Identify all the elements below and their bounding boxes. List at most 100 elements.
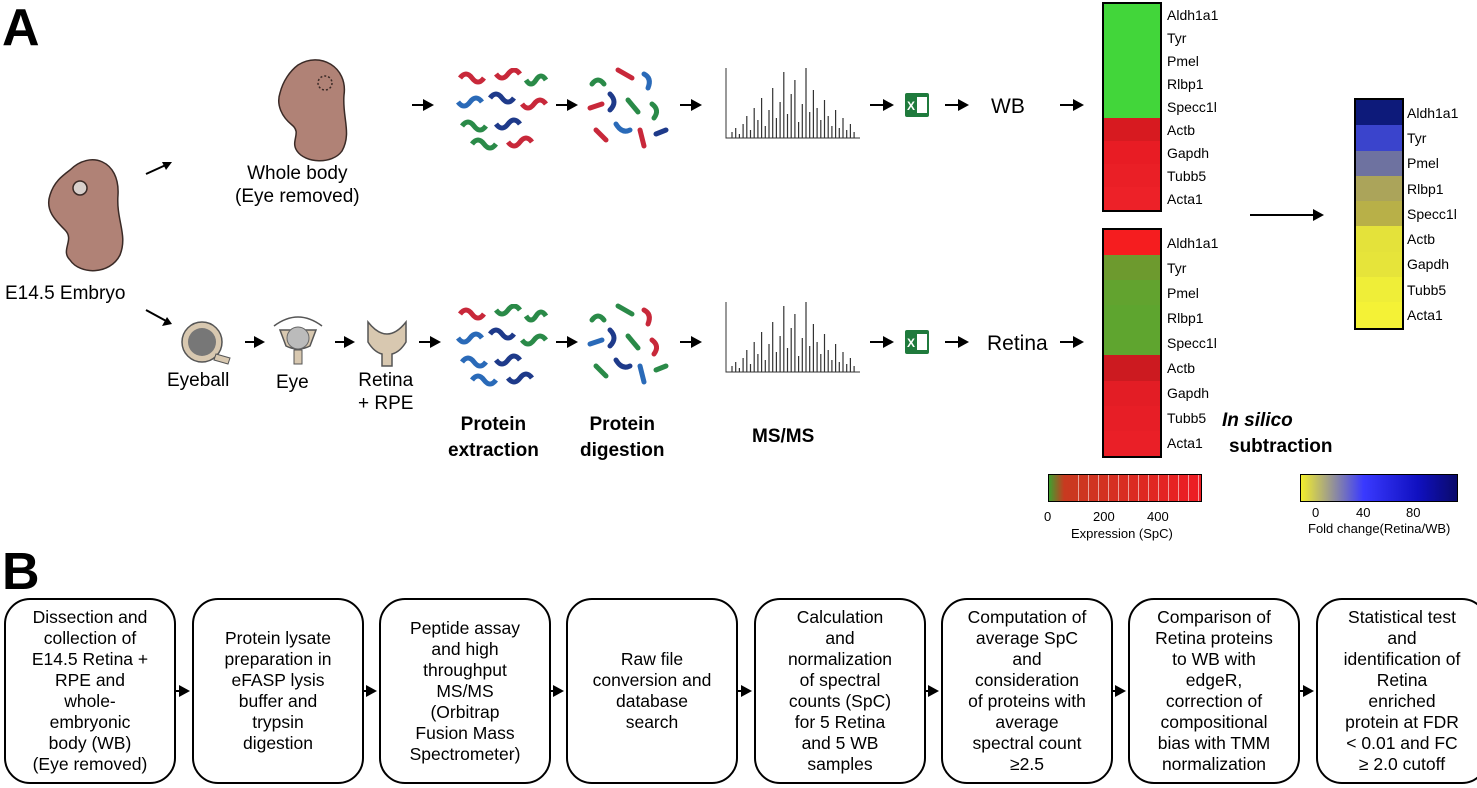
flow-arrow bbox=[738, 685, 752, 697]
heatmap-retina-cell bbox=[1104, 430, 1160, 456]
branch-arrows bbox=[145, 162, 172, 326]
arrow bbox=[945, 99, 969, 111]
heatmap-fc-cell bbox=[1356, 226, 1402, 252]
svg-text:X: X bbox=[907, 336, 915, 350]
heatmap-wb-cell bbox=[1104, 187, 1160, 211]
workflow-step-3: Peptide assay and high throughput MS/MS … bbox=[379, 598, 551, 784]
workflow-step-4: Raw file conversion and database search bbox=[566, 598, 738, 784]
heatmap-retina-gene-label: Tubb5 bbox=[1167, 410, 1207, 427]
heatmap-retina-cell bbox=[1104, 330, 1160, 356]
protein-digestion-icon bbox=[587, 67, 669, 149]
heatmap-wb-cell bbox=[1104, 49, 1160, 73]
flow-arrow bbox=[551, 685, 564, 697]
heatmap-retina-cell bbox=[1104, 255, 1160, 281]
arrow bbox=[556, 336, 578, 348]
heatmap-fc-gene-label: Rlbp1 bbox=[1407, 180, 1444, 197]
fold-change-tick: 40 bbox=[1356, 505, 1371, 520]
workflow-step-6: Computation of average SpC and considera… bbox=[941, 598, 1113, 784]
heatmap-wb-gene-label: Pmel bbox=[1167, 53, 1199, 70]
heatmap-retina-cell bbox=[1104, 405, 1160, 431]
fold-change-colorbar bbox=[1300, 474, 1458, 502]
arrow bbox=[945, 336, 969, 348]
workflow-step-8: Statistical test and identification of R… bbox=[1316, 598, 1477, 784]
subtraction-arrow bbox=[1250, 209, 1324, 221]
heatmap-fold-change bbox=[1354, 98, 1404, 330]
wb-label: WB bbox=[991, 95, 1025, 118]
eyeball-icon bbox=[181, 321, 231, 365]
heatmap-retina-gene-label: Rlbp1 bbox=[1167, 309, 1204, 326]
workflow-step-7: Comparison of Retina proteins to WB with… bbox=[1128, 598, 1300, 784]
heatmap-retina-cell bbox=[1104, 230, 1160, 256]
heatmap-retina-cell bbox=[1104, 380, 1160, 406]
heatmap-fc-cell bbox=[1356, 150, 1402, 176]
arrow bbox=[245, 336, 265, 348]
retina-rpe-label: Retina + RPE bbox=[358, 370, 414, 414]
heatmap-retina-gene-label: Specc1l bbox=[1167, 334, 1217, 351]
heatmap-fc-cell bbox=[1356, 277, 1402, 303]
heatmap-fc-cell bbox=[1356, 251, 1402, 278]
workflow-step-2: Protein lysate preparation in eFASP lysi… bbox=[192, 598, 364, 784]
ms-spectrum-top bbox=[725, 68, 860, 139]
heatmap-wb-cell bbox=[1104, 72, 1160, 96]
heatmap-wb-cell bbox=[1104, 141, 1160, 165]
heatmap-fc-gene-label: Aldh1a1 bbox=[1407, 104, 1459, 121]
heatmap-retina-cell bbox=[1104, 280, 1160, 306]
flow-arrow bbox=[176, 685, 190, 697]
heatmap-wb-gene-label: Aldh1a1 bbox=[1167, 7, 1219, 24]
heatmap-wb-cell bbox=[1104, 26, 1160, 50]
arrow bbox=[680, 99, 702, 111]
heatmap-retina bbox=[1102, 228, 1162, 458]
heatmap-retina-cell bbox=[1104, 305, 1160, 331]
heatmap-retina-cell bbox=[1104, 355, 1160, 381]
excel-icon: X bbox=[905, 93, 929, 117]
heatmap-fc-gene-label: Actb bbox=[1407, 231, 1436, 248]
heatmap-wb-gene-label: Tubb5 bbox=[1167, 167, 1207, 184]
embryo-icon bbox=[48, 159, 124, 272]
arrow bbox=[1060, 336, 1084, 348]
fold-change-tick: 80 bbox=[1406, 505, 1421, 520]
heatmap-wb-gene-label: Specc1l bbox=[1167, 99, 1217, 116]
heatmap-fc-cell bbox=[1356, 175, 1402, 202]
heatmap-fc-gene-label: Tubb5 bbox=[1407, 281, 1447, 298]
heatmap-wb-cell bbox=[1104, 164, 1160, 188]
heatmap-fc-cell bbox=[1356, 125, 1402, 151]
spectrum-axis bbox=[725, 302, 860, 373]
whole-body-icon bbox=[278, 59, 348, 162]
subtraction-label: subtraction bbox=[1229, 436, 1333, 457]
protein-digestion-icon bbox=[587, 303, 669, 385]
heatmap-retina-gene-label: Acta1 bbox=[1167, 435, 1203, 452]
heatmap-wb bbox=[1102, 2, 1162, 212]
heatmap-retina-gene-label: Pmel bbox=[1167, 284, 1199, 301]
heatmap-wb-cell bbox=[1104, 95, 1160, 119]
spectrum-axis bbox=[725, 68, 860, 139]
arrow bbox=[680, 336, 702, 348]
panel-a-letter: A bbox=[2, 0, 40, 57]
heatmap-retina-gene-label: Actb bbox=[1167, 360, 1196, 377]
in-silico-label: In silico bbox=[1222, 410, 1293, 431]
heatmap-fc-gene-label: Acta1 bbox=[1407, 307, 1443, 324]
heatmap-wb-gene-label: Tyr bbox=[1167, 30, 1187, 47]
fold-change-tick: 0 bbox=[1312, 505, 1320, 520]
workflow-step-1: Dissection and collection of E14.5 Retin… bbox=[4, 598, 176, 784]
retina-label: Retina bbox=[987, 332, 1048, 355]
arrow bbox=[335, 336, 355, 348]
arrow bbox=[870, 99, 894, 111]
expression-tick: 400 bbox=[1147, 509, 1169, 524]
heatmap-wb-gene-label: Rlbp1 bbox=[1167, 76, 1204, 93]
heatmap-fc-cell bbox=[1356, 100, 1402, 126]
heatmap-wb-cell bbox=[1104, 4, 1160, 27]
eyeball-label: Eyeball bbox=[167, 370, 230, 391]
ms-spectrum-bottom bbox=[725, 302, 860, 373]
flow-arrow bbox=[364, 685, 377, 697]
protein-extraction-icon bbox=[456, 68, 549, 151]
arrow bbox=[556, 99, 578, 111]
expression-tick: 0 bbox=[1044, 509, 1052, 524]
fold-change-scale-label: Fold change(Retina/WB) bbox=[1308, 521, 1451, 536]
msms-label: MS/MS bbox=[752, 426, 815, 447]
heatmap-fc-gene-label: Pmel bbox=[1407, 155, 1439, 172]
protein-digestion-label: Protein digestion bbox=[580, 414, 665, 461]
protein-extraction-label: Protein extraction bbox=[448, 414, 539, 461]
panel-b-letter: B bbox=[2, 543, 40, 601]
retina-rpe-icon bbox=[367, 319, 407, 367]
heatmap-retina-gene-label: Gapdh bbox=[1167, 385, 1210, 402]
